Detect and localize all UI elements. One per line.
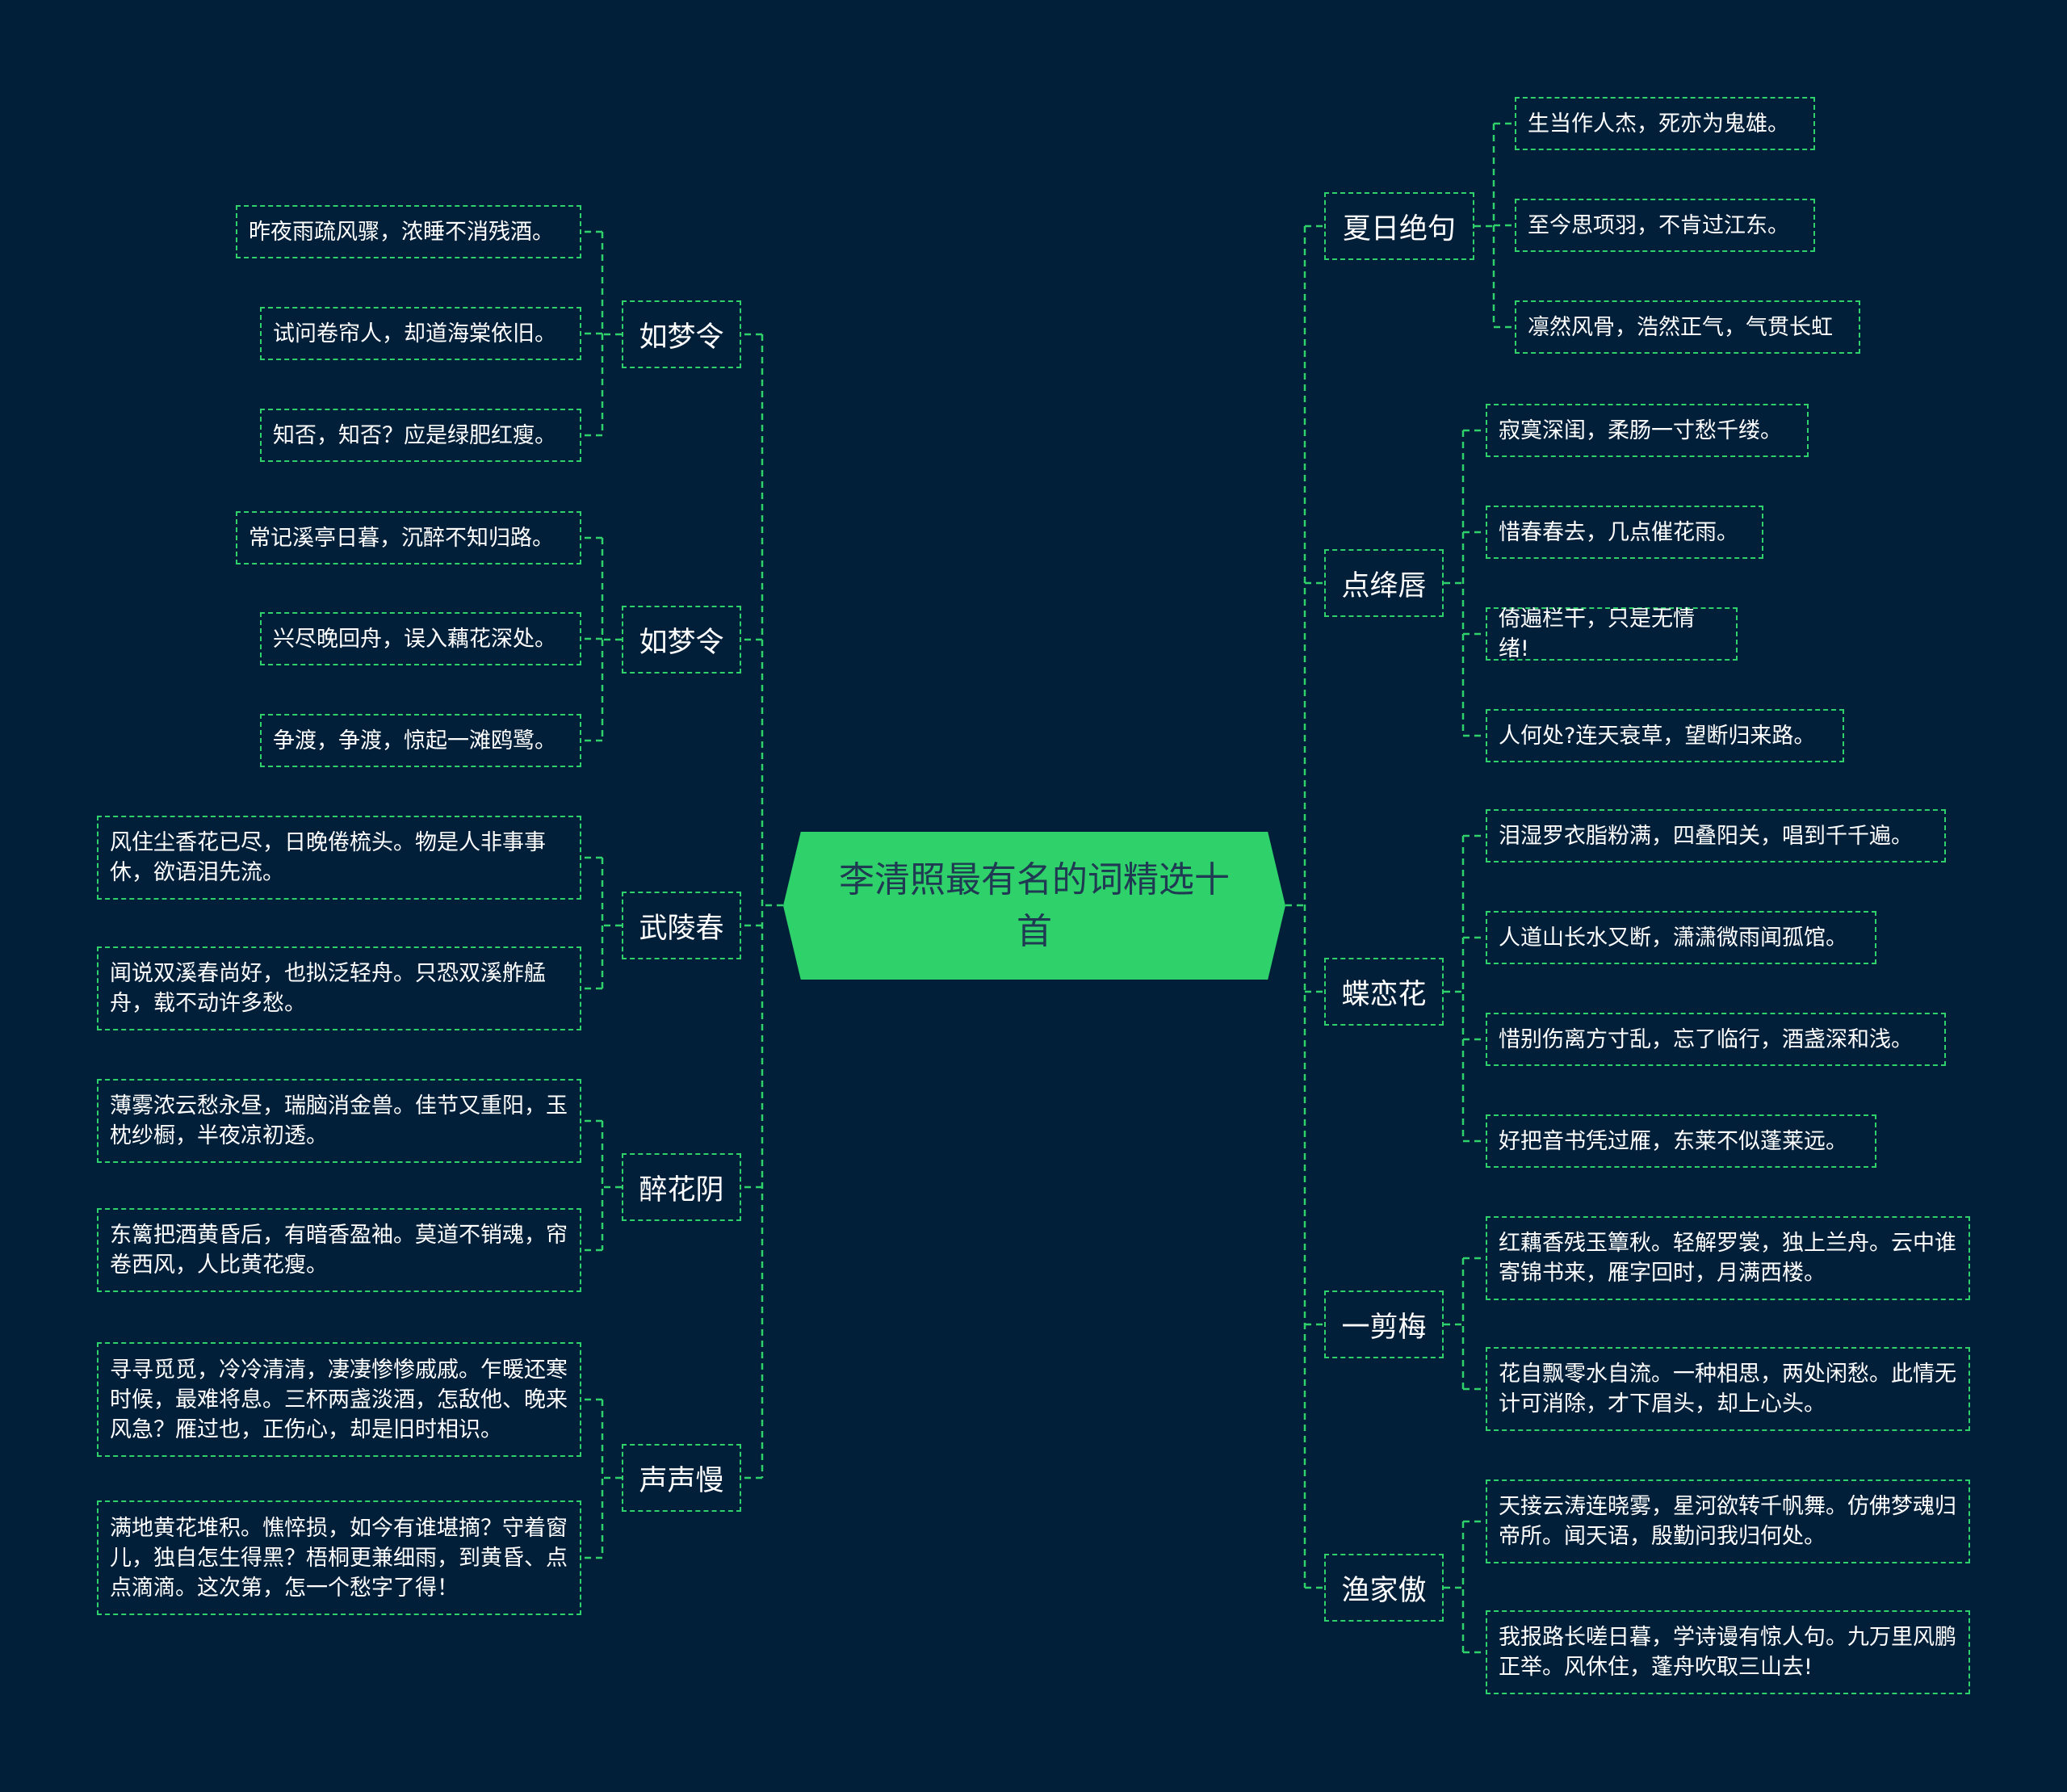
right-branch-1[interactable]: 点绛唇 <box>1324 549 1444 617</box>
right-leaf-0-2: 凛然风骨，浩然正气，气贯长虹 <box>1515 300 1860 354</box>
left-leaf-3-0-text: 薄雾浓云愁永昼，瑞脑消金兽。佳节又重阳，玉枕纱橱，半夜凉初透。 <box>110 1093 568 1148</box>
left-branch-0[interactable]: 如梦令 <box>622 300 741 368</box>
right-leaf-2-0: 泪湿罗衣脂粉满，四叠阳关，唱到千千遍。 <box>1486 809 1946 862</box>
left-branch-1[interactable]: 如梦令 <box>622 606 741 674</box>
right-leaf-0-2-text: 凛然风骨，浩然正气，气贯长虹 <box>1528 314 1833 340</box>
left-branch-3-text: 醉花阴 <box>639 1173 724 1207</box>
left-branch-2-text: 武陵春 <box>639 912 724 945</box>
right-leaf-2-3-text: 好把音书凭过雁，东莱不似蓬莱远。 <box>1499 1128 1847 1154</box>
right-leaf-0-0-text: 生当作人杰，死亦为鬼雄。 <box>1528 111 1789 136</box>
right-leaf-1-1: 惜春春去，几点催花雨。 <box>1486 506 1763 559</box>
right-branch-0-text: 夏日绝句 <box>1342 212 1456 246</box>
right-leaf-3-1-text: 花自飘零水自流。一种相思，两处闲愁。此情无计可消除，才下眉头，却上心头。 <box>1499 1362 1956 1416</box>
right-leaf-4-0-text: 天接云涛连晓雾，星河欲转千帆舞。仿佛梦魂归帝所。闻天语，殷勤问我归何处。 <box>1499 1494 1956 1549</box>
right-leaf-3-0-text: 红藕香残玉簟秋。轻解罗裳，独上兰舟。云中谁寄锦书来，雁字回时，月满西楼。 <box>1499 1231 1956 1286</box>
right-leaf-4-0: 天接云涛连晓雾，星河欲转千帆舞。仿佛梦魂归帝所。闻天语，殷勤问我归何处。 <box>1486 1479 1970 1563</box>
left-leaf-3-0: 薄雾浓云愁永昼，瑞脑消金兽。佳节又重阳，玉枕纱橱，半夜凉初透。 <box>97 1079 581 1163</box>
left-leaf-1-0: 常记溪亭日暮，沉醉不知归路。 <box>236 511 581 564</box>
right-leaf-1-3: 人何处?连天衰草，望断归来路。 <box>1486 709 1844 762</box>
right-leaf-4-1: 我报路长嗟日暮，学诗谩有惊人句。九万里风鹏正举。风休住，蓬舟吹取三山去! <box>1486 1610 1970 1694</box>
left-leaf-4-0-text: 寻寻觅觅，冷冷清清，凄凄惨惨戚戚。乍暖还寒时候，最难将息。三杯两盏淡酒，怎敌他、… <box>110 1357 568 1442</box>
right-branch-2-text: 蝶恋花 <box>1341 978 1427 1011</box>
right-leaf-2-0-text: 泪湿罗衣脂粉满，四叠阳关，唱到千千遍。 <box>1499 823 1913 849</box>
left-leaf-0-2-text: 知否，知否？应是绿肥红瘦。 <box>273 422 556 448</box>
right-leaf-2-1-text: 人道山长水又断，潇潇微雨闻孤馆。 <box>1499 925 1847 951</box>
left-leaf-3-1: 东篱把酒黄昏后，有暗香盈袖。莫道不销魂，帘卷西风，人比黄花瘦。 <box>97 1208 581 1292</box>
left-branch-2[interactable]: 武陵春 <box>622 892 741 959</box>
left-leaf-0-1: 试问卷帘人，却道海棠依旧。 <box>260 307 581 360</box>
left-leaf-3-1-text: 东篱把酒黄昏后，有暗香盈袖。莫道不销魂，帘卷西风，人比黄花瘦。 <box>110 1223 568 1278</box>
right-leaf-2-2: 惜别伤离方寸乱，忘了临行，酒盏深和浅。 <box>1486 1013 1946 1066</box>
right-leaf-1-0: 寂寞深闺，柔肠一寸愁千缕。 <box>1486 404 1809 457</box>
right-branch-4[interactable]: 渔家傲 <box>1324 1554 1444 1622</box>
left-leaf-4-0: 寻寻觅觅，冷冷清清，凄凄惨惨戚戚。乍暖还寒时候，最难将息。三杯两盏淡酒，怎敌他、… <box>97 1342 581 1457</box>
left-leaf-2-1: 闻说双溪春尚好，也拟泛轻舟。只恐双溪舴艋舟，载不动许多愁。 <box>97 946 581 1030</box>
left-leaf-1-2: 争渡，争渡，惊起一滩鸥鹭。 <box>260 714 581 767</box>
left-leaf-4-1: 满地黄花堆积。憔悴损，如今有谁堪摘？守着窗儿，独自怎生得黑？梧桐更兼细雨，到黄昏… <box>97 1500 581 1615</box>
right-leaf-1-2-text: 倚遍栏干，只是无情绪! <box>1499 606 1695 661</box>
left-leaf-2-1-text: 闻说双溪春尚好，也拟泛轻舟。只恐双溪舴艋舟，载不动许多愁。 <box>110 961 546 1016</box>
right-leaf-1-3-text: 人何处?连天衰草，望断归来路。 <box>1499 723 1816 749</box>
right-leaf-3-1: 花自飘零水自流。一种相思，两处闲愁。此情无计可消除，才下眉头，却上心头。 <box>1486 1347 1970 1431</box>
right-leaf-0-0: 生当作人杰，死亦为鬼雄。 <box>1515 97 1815 150</box>
left-leaf-0-1-text: 试问卷帘人，却道海棠依旧。 <box>273 321 556 346</box>
left-branch-1-text: 如梦令 <box>639 626 724 659</box>
right-leaf-2-3: 好把音书凭过雁，东莱不似蓬莱远。 <box>1486 1114 1876 1168</box>
left-leaf-4-1-text: 满地黄花堆积。憔悴损，如今有谁堪摘？守着窗儿，独自怎生得黑？梧桐更兼细雨，到黄昏… <box>110 1515 568 1601</box>
right-branch-3[interactable]: 一剪梅 <box>1324 1290 1444 1358</box>
right-leaf-2-2-text: 惜别伤离方寸乱，忘了临行，酒盏深和浅。 <box>1499 1026 1913 1052</box>
right-branch-0[interactable]: 夏日绝句 <box>1324 192 1474 260</box>
left-branch-0-text: 如梦令 <box>639 321 724 354</box>
left-leaf-1-0-text: 常记溪亭日暮，沉醉不知归路。 <box>249 525 554 551</box>
left-leaf-0-2: 知否，知否？应是绿肥红瘦。 <box>260 409 581 462</box>
right-leaf-3-0: 红藕香残玉簟秋。轻解罗裳，独上兰舟。云中谁寄锦书来，雁字回时，月满西楼。 <box>1486 1216 1970 1300</box>
right-leaf-1-2: 倚遍栏干，只是无情绪! <box>1486 606 1738 661</box>
root-topic-label: 李清照最有名的词精选十首 <box>839 858 1230 952</box>
left-leaf-1-2-text: 争渡，争渡，惊起一滩鸥鹭。 <box>273 728 556 753</box>
right-branch-1-text: 点绛唇 <box>1341 569 1427 602</box>
root-topic[interactable]: 李清照最有名的词精选十首 <box>783 832 1285 980</box>
left-leaf-1-1-text: 兴尽晚回舟，误入藕花深处。 <box>273 626 556 652</box>
right-branch-4-text: 渔家傲 <box>1341 1574 1427 1607</box>
left-branch-4[interactable]: 声声慢 <box>622 1444 741 1512</box>
right-leaf-0-1: 至今思项羽，不肯过江东。 <box>1515 199 1815 252</box>
right-leaf-4-1-text: 我报路长嗟日暮，学诗谩有惊人句。九万里风鹏正举。风休住，蓬舟吹取三山去! <box>1499 1625 1956 1680</box>
left-leaf-0-0-text: 昨夜雨疏风骤，浓睡不消残酒。 <box>249 219 554 245</box>
left-branch-4-text: 声声慢 <box>639 1464 724 1497</box>
left-leaf-2-0-text: 风住尘香花已尽，日晚倦梳头。物是人非事事休，欲语泪先流。 <box>110 830 546 885</box>
left-branch-3[interactable]: 醉花阴 <box>622 1153 741 1221</box>
left-leaf-2-0: 风住尘香花已尽，日晚倦梳头。物是人非事事休，欲语泪先流。 <box>97 816 581 900</box>
left-leaf-1-1: 兴尽晚回舟，误入藕花深处。 <box>260 612 581 665</box>
left-leaf-0-0: 昨夜雨疏风骤，浓睡不消残酒。 <box>236 205 581 258</box>
right-leaf-1-1-text: 惜春春去，几点催花雨。 <box>1499 519 1738 545</box>
right-leaf-2-1: 人道山长水又断，潇潇微雨闻孤馆。 <box>1486 911 1876 964</box>
right-leaf-1-0-text: 寂寞深闺，柔肠一寸愁千缕。 <box>1499 418 1782 443</box>
right-branch-2[interactable]: 蝶恋花 <box>1324 958 1444 1026</box>
right-branch-3-text: 一剪梅 <box>1341 1311 1427 1344</box>
right-leaf-0-1-text: 至今思项羽，不肯过江东。 <box>1528 212 1789 238</box>
